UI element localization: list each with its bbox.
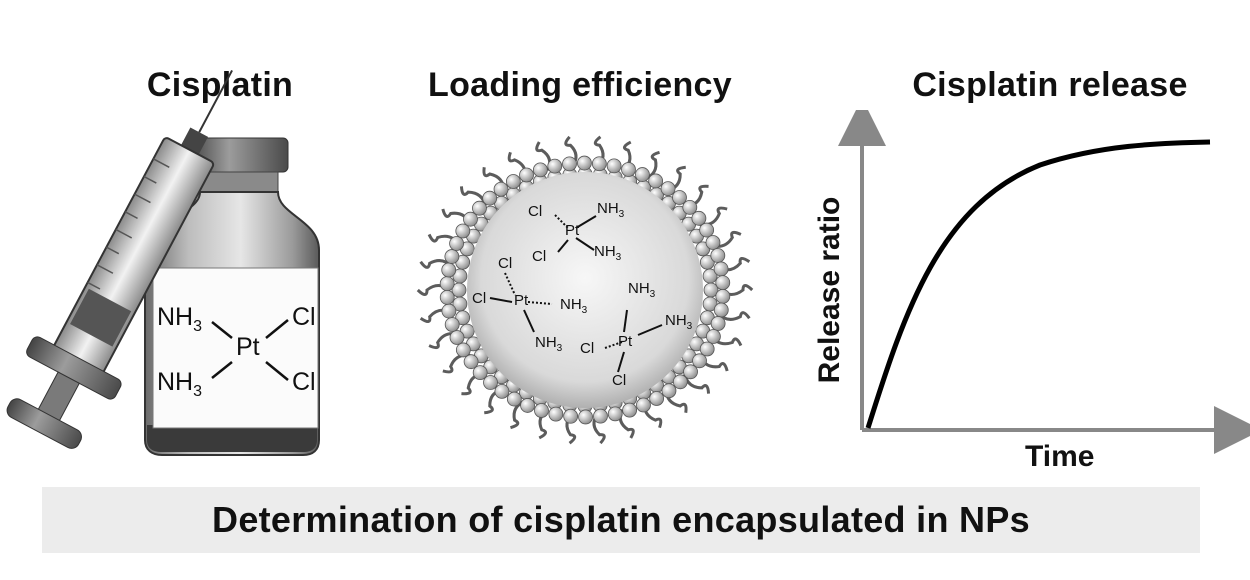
lipid-bead — [692, 353, 707, 369]
lipid-bead — [472, 365, 488, 380]
lipid-bead — [532, 162, 548, 178]
np-molecule-3-nh3-b: NH3 — [665, 312, 693, 332]
lipid-bead — [661, 383, 677, 399]
molecule-bonds — [211, 319, 289, 381]
lipid-bead — [682, 200, 698, 215]
np-molecule-2-cl-b: Cl — [472, 290, 487, 307]
np-molecule-3-cl-b: Cl — [612, 372, 627, 389]
lipid-bead — [649, 391, 665, 406]
release-curve-icon — [838, 110, 1250, 454]
lipid-bead — [444, 317, 460, 332]
caption-banner: Determination of cisplatin encapsulated … — [42, 487, 1200, 553]
lipid-bead — [577, 155, 592, 171]
lipid-bead — [578, 409, 593, 425]
lipid-bead — [715, 288, 731, 304]
x-axis-label: Time — [1025, 440, 1095, 473]
lipid-bead — [449, 236, 464, 251]
lipid-bead — [622, 402, 638, 418]
molecule-cl-bottom: Cl — [292, 368, 316, 396]
np-molecule-1-cl-b: Cl — [532, 248, 547, 265]
lipid-bead — [472, 200, 487, 216]
nanoparticle-icon — [416, 135, 754, 445]
lipid-bead — [713, 261, 729, 277]
panel-title-cisplatin: Cisplatin — [146, 66, 294, 104]
np-molecule-3-cl-a: Cl — [580, 340, 595, 357]
caption-text: Determination of cisplatin encapsulated … — [212, 499, 1030, 540]
lipid-bead — [439, 290, 455, 305]
lipid-bead — [439, 276, 455, 292]
molecule-pt: Pt — [236, 333, 260, 361]
syringe-and-vial-icon — [6, 69, 320, 456]
np-molecule-2-nh3-b: NH3 — [535, 334, 563, 354]
y-axis-label: Release ratio — [813, 196, 846, 384]
lipid-bead — [444, 249, 460, 264]
panel-title-loading-efficiency: Loading efficiency — [428, 66, 732, 104]
np-molecule-3-nh3-a: NH3 — [628, 280, 656, 300]
lipid-bead — [710, 248, 726, 263]
np-molecule-1-pt: Pt — [565, 222, 580, 239]
np-molecule-3-pt: Pt — [618, 333, 633, 350]
lipid-bead — [635, 167, 650, 182]
np-molecule-1-nh3-b: NH3 — [594, 243, 622, 263]
lipid-bead — [455, 223, 471, 239]
lipid-bead — [493, 181, 509, 197]
lipid-bead — [713, 302, 729, 318]
lipid-bead — [494, 383, 510, 399]
lipid-bead — [705, 235, 721, 250]
lipid-bead — [506, 391, 522, 407]
np-molecule-1-cl-a: Cl — [528, 203, 543, 220]
np-molecule-2-cl-a: Cl — [498, 255, 513, 272]
lipid-bead — [648, 173, 664, 189]
lipid-bead — [606, 158, 622, 174]
lipid-bead — [520, 398, 535, 413]
molecule-nh3-bottom: NH3 — [157, 368, 203, 400]
lipid-bead — [691, 210, 707, 226]
panel-title-cisplatin-release: Cisplatin release — [912, 66, 1188, 104]
lipid-bead — [441, 303, 457, 319]
lipid-bead — [463, 354, 479, 370]
lipid-bead — [534, 403, 549, 418]
lipid-bead — [455, 342, 471, 358]
lipid-bead — [699, 222, 715, 238]
lipid-bead — [607, 406, 623, 422]
vial-icon — [144, 137, 320, 456]
lipid-bead — [547, 158, 563, 174]
np-molecule-2-nh3-a: NH3 — [560, 296, 588, 316]
lipid-bead — [482, 190, 498, 206]
lipid-bead — [483, 375, 498, 390]
lipid-bead — [702, 268, 718, 284]
lipid-bead — [519, 167, 534, 183]
lipid-bead — [463, 211, 478, 227]
molecule-nh3-top: NH3 — [157, 303, 203, 335]
lipid-bead — [562, 156, 577, 172]
lipid-bead — [683, 364, 698, 380]
lipid-bead — [672, 190, 687, 205]
release-curve — [865, 139, 1211, 429]
molecule-cl-top: Cl — [292, 303, 316, 331]
lipid-bead — [636, 397, 651, 413]
lipid-bead — [660, 181, 676, 197]
lipid-bead — [672, 374, 688, 390]
syringe-icon — [6, 69, 233, 449]
lipid-bead — [699, 341, 715, 357]
lipid-bead — [593, 408, 608, 424]
lipid-bead — [505, 174, 521, 189]
lipid-bead — [548, 406, 564, 422]
polymer-tail — [716, 311, 751, 321]
lipid-bead — [706, 329, 721, 344]
np-molecule-2-pt: Pt — [514, 292, 529, 309]
lipid-bead — [710, 316, 726, 331]
np-molecule-1-nh3-a: NH3 — [597, 200, 625, 220]
polymer-tail — [419, 259, 454, 269]
lipid-bead — [621, 162, 636, 177]
lipid-bead — [563, 408, 579, 424]
lipid-bead — [449, 330, 465, 345]
lipid-bead — [441, 262, 457, 278]
lipid-bead — [591, 156, 607, 172]
lipid-bead — [715, 275, 731, 290]
